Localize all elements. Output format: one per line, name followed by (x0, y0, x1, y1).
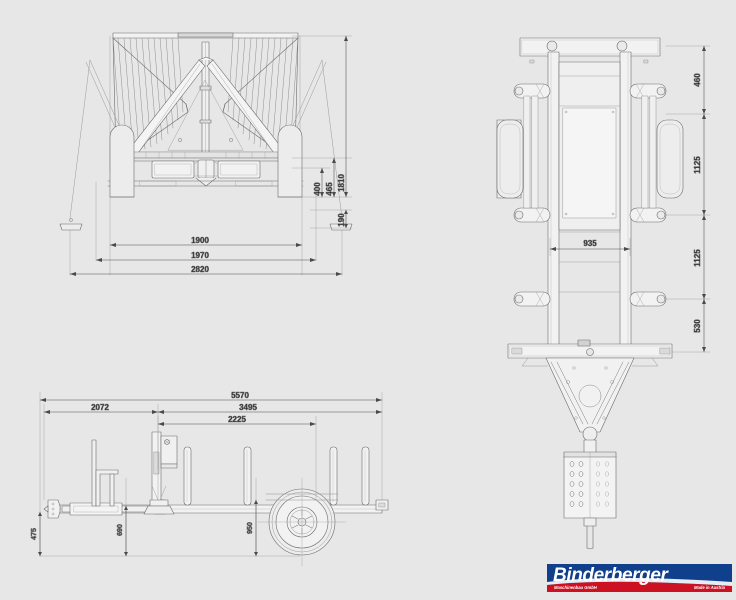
side-dim-2225: 2225 (228, 415, 246, 424)
logo-red-swoosh (547, 581, 732, 592)
rear-center-post (199, 41, 212, 173)
side-dim-690: 690 (117, 524, 124, 536)
rear-lower-deck (107, 180, 304, 187)
top-deck-plate (558, 61, 621, 293)
side-dim-3495: 3495 (239, 403, 257, 412)
side-dim-2072: 2072 (91, 403, 109, 412)
logo-subtitle-left: Maschinenbau GmbH (554, 585, 598, 590)
logo-brand-text: Binderberger (553, 565, 670, 586)
top-drawbar-frame (545, 357, 635, 455)
side-drawbar (43, 499, 159, 519)
top-view: 460 1125 1125 530 935 (496, 37, 711, 550)
side-vertical-dimension-lines (38, 499, 258, 557)
rear-dimension-lines (69, 243, 343, 276)
rear-center-panel (167, 79, 244, 151)
rear-hub-boxes (151, 160, 261, 179)
rear-chassis-beam (119, 151, 293, 162)
rear-dim-400: 400 (313, 182, 322, 196)
rear-dim-2820: 2820 (191, 265, 209, 274)
top-dim-530: 530 (693, 319, 702, 333)
rear-witness-lines (69, 35, 353, 276)
rear-dim-1810: 1810 (337, 174, 346, 192)
logo-white-swoosh (547, 578, 732, 586)
side-dimension-lines (39, 398, 383, 426)
rear-a-frame (115, 56, 297, 167)
top-dim-935: 935 (583, 239, 597, 248)
rear-wheels (109, 124, 303, 198)
rear-vertical-dimension-lines (320, 35, 348, 229)
top-right-stakes (629, 83, 667, 307)
logo-subtitle-right: Made in Austria (694, 585, 726, 590)
top-dimension-lines (549, 45, 706, 353)
side-crane-column (143, 431, 178, 515)
binderberger-logo: Binderberger Maschinenbau GmbH Made in A… (547, 564, 732, 592)
top-rear-crossbeam (519, 37, 661, 57)
rear-view: 1900 1970 2820 400 465 1810 190 (59, 32, 353, 276)
rear-dim-1900: 1900 (191, 236, 209, 245)
side-dim-5570: 5570 (231, 391, 249, 400)
top-witness-lines (549, 45, 711, 353)
side-tail (375, 499, 389, 511)
top-dim-460: 460 (693, 73, 702, 87)
side-dim-950: 950 (247, 522, 254, 534)
top-left-stakes (513, 83, 551, 307)
side-stakes (183, 446, 370, 506)
rear-dim-190: 190 (337, 213, 346, 227)
top-adjust-plate (563, 451, 617, 550)
side-wheel (257, 477, 347, 567)
top-dim-1125-lower: 1125 (693, 249, 702, 267)
top-front-crossmember (507, 339, 673, 367)
side-view: 5570 2072 3495 2225 475 690 950 (31, 391, 389, 567)
side-dim-475: 475 (31, 528, 38, 540)
rear-dim-1970: 1970 (191, 251, 209, 260)
top-wheels (496, 119, 684, 199)
rear-support-feet (59, 218, 353, 231)
top-dim-1125-upper: 1125 (693, 156, 702, 174)
rear-dim-465: 465 (325, 182, 334, 196)
logo-svg: Binderberger Maschinenbau GmbH Made in A… (547, 564, 732, 592)
side-headboard (91, 439, 119, 507)
